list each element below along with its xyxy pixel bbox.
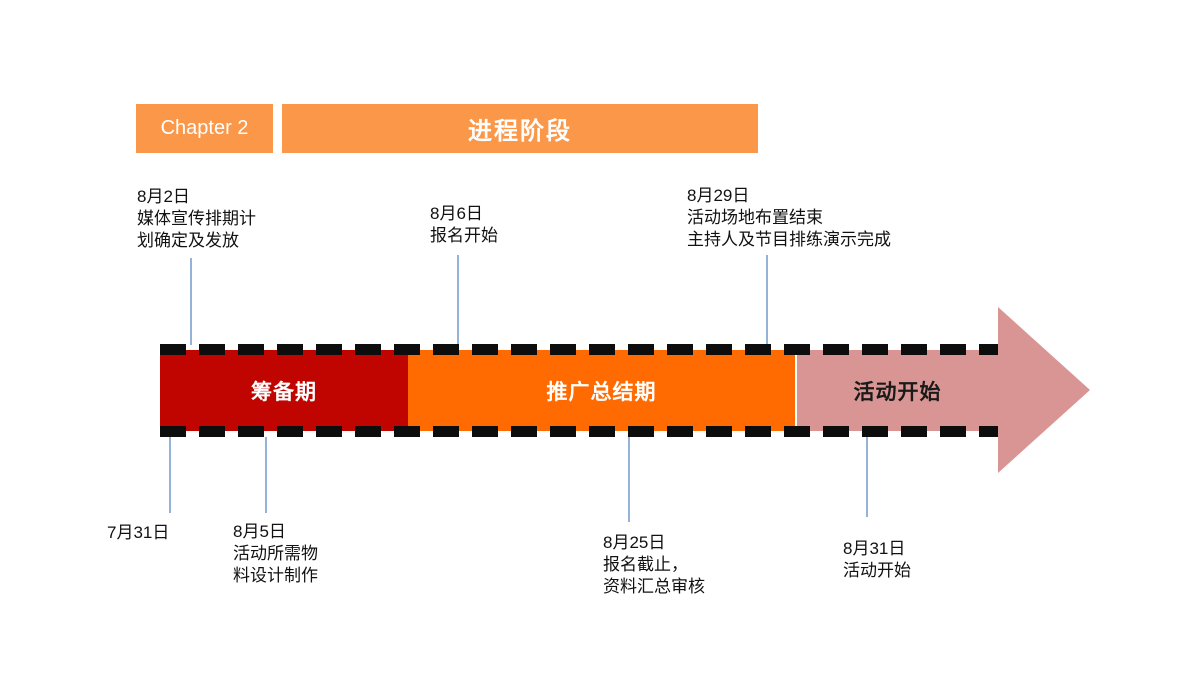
phase-label: 推广总结期	[546, 380, 657, 404]
connector-line	[169, 437, 171, 513]
milestone-label-aug2: 8月2日 媒体宣传排期计 划确定及发放	[137, 187, 256, 250]
connector-line	[766, 255, 768, 345]
phase-label: 活动开始	[853, 380, 942, 404]
milestone-label-aug29: 8月29日 活动场地布置结束 主持人及节目排练演示完成	[687, 186, 891, 249]
section-title: 进程阶段	[282, 104, 758, 153]
milestone-label-aug31: 8月31日 活动开始	[843, 539, 911, 580]
phase-segment-event-start: 活动开始	[797, 350, 998, 431]
connector-line	[190, 258, 192, 345]
dashed-border-bottom	[160, 426, 998, 437]
milestone-label-aug6: 8月6日 报名开始	[430, 204, 498, 245]
milestone-label-aug25: 8月25日 报名截止， 资料汇总审核	[603, 533, 705, 596]
connector-line	[457, 255, 459, 345]
phase-segment-preparation: 筹备期	[160, 350, 408, 431]
dashed-border-top	[160, 344, 998, 355]
connector-line	[628, 437, 630, 522]
phase-label: 筹备期	[251, 380, 317, 404]
phase-segment-promotion: 推广总结期	[408, 350, 797, 431]
connector-line	[265, 437, 267, 513]
connector-line	[866, 437, 868, 517]
arrow-head	[998, 307, 1090, 473]
milestone-label-aug5: 8月5日 活动所需物 料设计制作	[233, 522, 318, 585]
chapter-badge: Chapter 2	[136, 104, 273, 153]
milestone-label-jul31: 7月31日	[107, 523, 170, 542]
